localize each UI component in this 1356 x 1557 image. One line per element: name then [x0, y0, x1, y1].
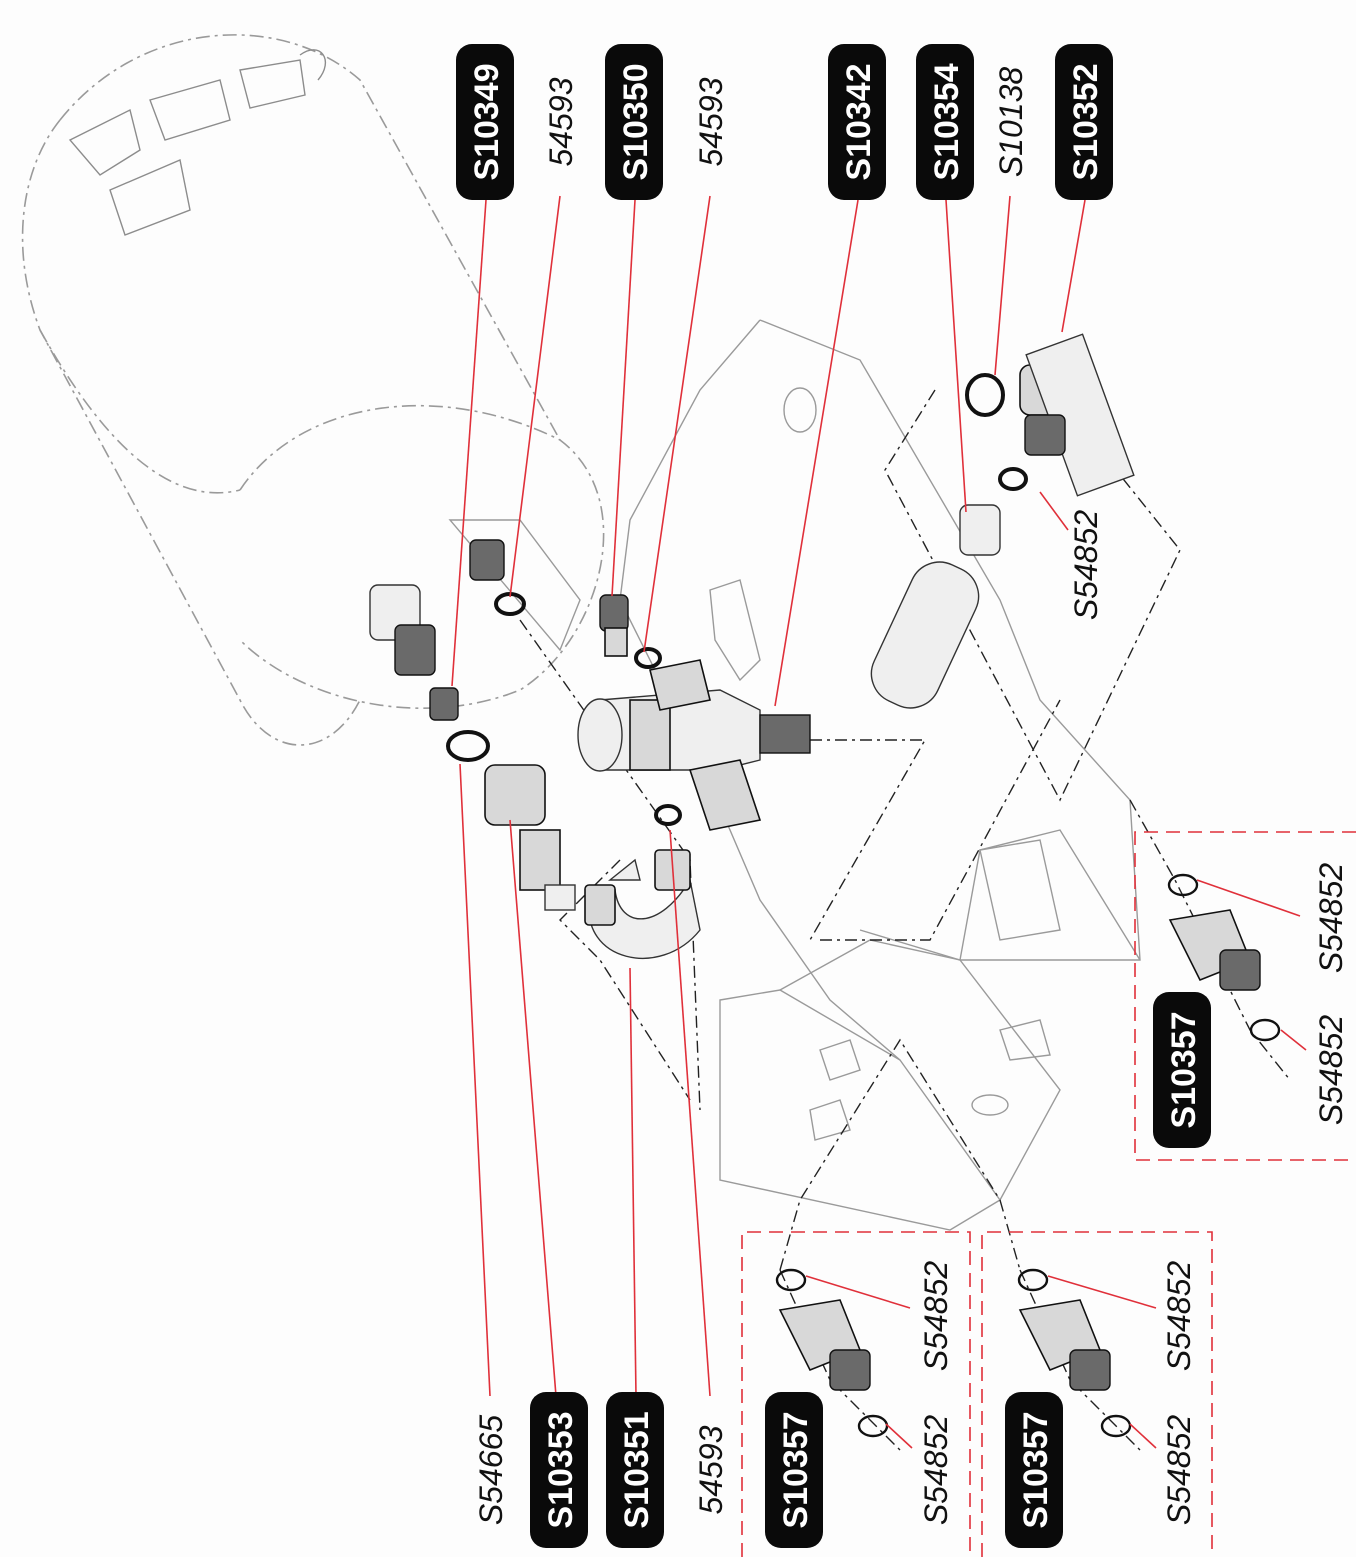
- svg-text:S10352: S10352: [1067, 63, 1105, 180]
- regulator-valve: [577, 659, 811, 831]
- mounting-frame-outline: [448, 319, 1141, 1231]
- label-S10357-bottom-left: S10357: [765, 1392, 823, 1548]
- svg-text:S54852: S54852: [1068, 510, 1104, 621]
- inlet-fitting: [599, 594, 629, 657]
- o-ring-elbow: [998, 467, 1028, 491]
- svg-text:54593: 54593: [693, 1425, 729, 1514]
- svg-text:S10357: S10357: [1017, 1411, 1055, 1528]
- group-box-bottom-right: [981, 1231, 1213, 1557]
- snap-ring: [965, 373, 1005, 417]
- tank-outline: [21, 34, 605, 746]
- quick-connector-right: [1167, 873, 1281, 1042]
- o-ring-lower: [654, 804, 682, 826]
- group-box-right: [1134, 831, 1356, 1161]
- svg-text:S10350: S10350: [617, 63, 655, 180]
- tank-nozzle: [369, 584, 436, 676]
- hose-adapter: [484, 764, 576, 911]
- svg-text:S54852: S54852: [1313, 1015, 1349, 1126]
- label-S54852-bottom-left-b: S54852: [918, 1415, 954, 1526]
- quick-connector-bottom-right: [1017, 1268, 1132, 1438]
- label-S10357-bottom-right: S10357: [1005, 1392, 1063, 1548]
- label-54593-top-a: 54593: [543, 77, 579, 166]
- label-54593-top-b: 54593: [693, 77, 729, 166]
- svg-text:S54852: S54852: [1313, 863, 1349, 974]
- svg-text:S10342: S10342: [840, 63, 878, 180]
- svg-text:S54852: S54852: [918, 1261, 954, 1372]
- label-S10351: S10351: [606, 1392, 664, 1548]
- svg-text:S10357: S10357: [777, 1411, 815, 1528]
- label-S54852-right-b: S54852: [1313, 1015, 1349, 1126]
- label-54593-bottom: 54593: [693, 1425, 729, 1514]
- o-ring-large: [446, 730, 490, 762]
- label-S54852-bottom-right-a: S54852: [1161, 1261, 1197, 1372]
- svg-text:S10357: S10357: [1165, 1011, 1203, 1128]
- svg-text:S10349: S10349: [468, 63, 506, 180]
- svg-text:S10138: S10138: [993, 67, 1029, 178]
- tube-fitting: [870, 504, 1001, 709]
- label-S54665: S54665: [473, 1415, 509, 1526]
- label-S10353: S10353: [530, 1392, 588, 1548]
- svg-text:S54852: S54852: [1161, 1415, 1197, 1526]
- label-S10357-right: S10357: [1153, 992, 1211, 1148]
- leader-lines: [451, 195, 1307, 1449]
- label-S10350: S10350: [605, 44, 663, 200]
- tank-port-fitting: [469, 539, 505, 581]
- label-S54852-mid: S54852: [1068, 510, 1104, 621]
- svg-text:54593: 54593: [543, 77, 579, 166]
- label-S10349: S10349: [456, 44, 514, 200]
- svg-text:S10351: S10351: [618, 1411, 656, 1528]
- label-S10354: S10354: [916, 44, 974, 200]
- label-S54852-right-a: S54852: [1313, 863, 1349, 974]
- label-S10342: S10342: [828, 44, 886, 200]
- o-ring-upper: [634, 647, 662, 669]
- label-S54852-bottom-right-b: S54852: [1161, 1415, 1197, 1526]
- bent-hose: [584, 849, 701, 960]
- svg-text:S10353: S10353: [542, 1411, 580, 1528]
- label-S54852-bottom-left-a: S54852: [918, 1261, 954, 1372]
- quick-connector-bottom-left: [775, 1268, 889, 1438]
- svg-text:S54852: S54852: [918, 1415, 954, 1526]
- group-box-bottom-left: [741, 1231, 971, 1557]
- svg-text:S10354: S10354: [928, 63, 966, 180]
- shutoff-handle-fitting: [1019, 333, 1135, 497]
- svg-text:S54852: S54852: [1161, 1261, 1197, 1372]
- svg-text:S54665: S54665: [473, 1415, 509, 1526]
- svg-text:54593: 54593: [693, 77, 729, 166]
- label-S10138: S10138: [993, 67, 1029, 178]
- label-S10352: S10352: [1055, 44, 1113, 200]
- nozzle-fitting: [429, 687, 459, 721]
